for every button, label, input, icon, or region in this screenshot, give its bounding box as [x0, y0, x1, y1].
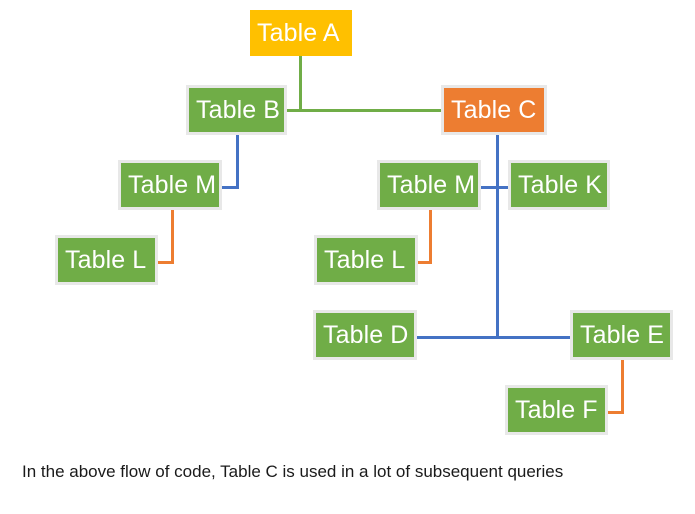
node-table-k-label: Table K — [518, 170, 603, 199]
node-table-d-label: Table D — [323, 320, 409, 349]
node-table-d[interactable]: Table D — [313, 310, 417, 360]
edge-table-e-down — [621, 358, 624, 414]
node-table-c-label: Table C — [451, 95, 537, 124]
node-table-l-right-label: Table L — [324, 245, 406, 274]
edge-into-table-m-left — [220, 186, 239, 189]
edge-into-table-l-left — [156, 261, 174, 264]
edge-table-b-down — [236, 133, 239, 189]
node-table-l-right[interactable]: Table L — [314, 235, 418, 285]
node-table-c[interactable]: Table C — [441, 85, 547, 135]
diagram-caption: In the above flow of code, Table C is us… — [22, 462, 564, 481]
edge-table-a-down — [299, 56, 302, 112]
node-table-b-label: Table B — [196, 95, 281, 124]
edge-table-m-right-down — [429, 208, 432, 264]
node-table-l-left-label: Table L — [65, 245, 147, 274]
node-table-f[interactable]: Table F — [505, 385, 608, 435]
node-table-e-label: Table E — [580, 320, 665, 349]
node-table-a-label: Table A — [257, 18, 340, 47]
edge-table-m-right-to-table-k — [479, 186, 510, 189]
node-table-a[interactable]: Table A — [250, 10, 352, 56]
node-table-k[interactable]: Table K — [508, 160, 610, 210]
edge-table-m-left-down — [171, 208, 174, 264]
edge-table-b-to-table-c — [285, 109, 443, 112]
node-table-m-right[interactable]: Table M — [377, 160, 481, 210]
edge-table-d-to-table-e — [415, 336, 572, 339]
node-table-e[interactable]: Table E — [570, 310, 673, 360]
edge-into-table-f — [606, 411, 624, 414]
node-table-f-label: Table F — [515, 395, 598, 424]
node-table-m-right-label: Table M — [387, 170, 476, 199]
edge-table-c-down — [496, 133, 499, 338]
node-table-l-left[interactable]: Table L — [55, 235, 158, 285]
node-table-m-left[interactable]: Table M — [118, 160, 222, 210]
node-table-m-left-label: Table M — [128, 170, 217, 199]
node-table-b[interactable]: Table B — [186, 85, 287, 135]
edge-into-table-l-right — [416, 261, 432, 264]
